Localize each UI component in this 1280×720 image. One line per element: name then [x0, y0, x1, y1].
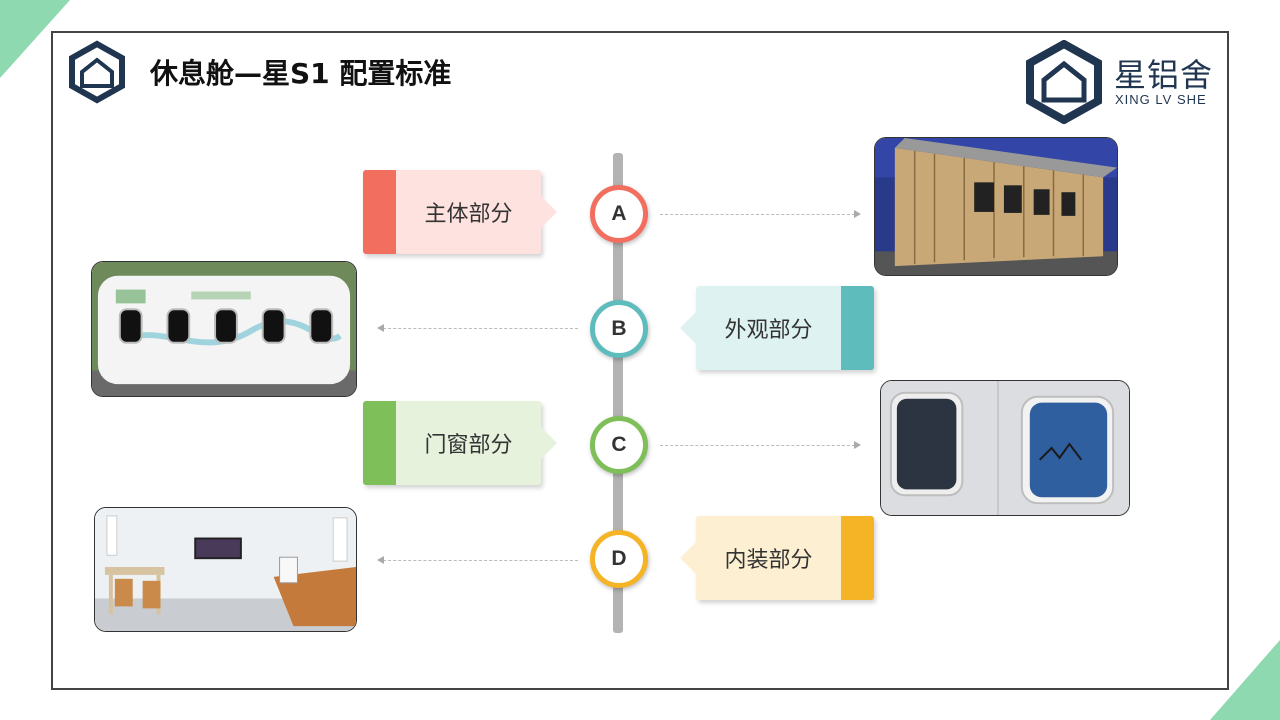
connector-b [383, 328, 578, 329]
section-letter: D [611, 547, 627, 570]
arrow-right-icon [854, 210, 861, 218]
pod-exterior-photo[interactable] [91, 261, 357, 397]
section-node-c[interactable]: C [590, 416, 648, 474]
brand-name-cn: 星铝舍 [1114, 56, 1214, 94]
section-node-b[interactable]: B [590, 300, 648, 358]
section-label: 内装部分 [724, 548, 813, 573]
connector-a [660, 214, 855, 215]
frame-structure-photo[interactable] [874, 137, 1118, 276]
section-card-c[interactable]: 门窗部分 [363, 401, 557, 485]
section-node-d[interactable]: D [590, 530, 648, 588]
page-title: 休息舱—星S1 配置标准 [150, 57, 452, 90]
arrow-right-icon [854, 441, 861, 449]
connector-c [660, 445, 855, 446]
section-letter: C [611, 433, 627, 456]
card-accent-bar [363, 170, 396, 254]
section-label: 主体部分 [424, 202, 513, 227]
timeline-bar [613, 153, 623, 633]
arrow-left-icon [377, 556, 384, 564]
connector-d [383, 560, 578, 561]
house-hexagon-icon [69, 40, 125, 104]
section-card-b[interactable]: 外观部分 [680, 286, 874, 370]
interior-photo[interactable] [94, 507, 357, 632]
section-card-d[interactable]: 内装部分 [680, 516, 874, 600]
card-accent-bar [841, 286, 874, 370]
brand-name-en: XING LV SHE [1115, 92, 1207, 107]
card-accent-bar [363, 401, 396, 485]
section-node-a[interactable]: A [590, 185, 648, 243]
section-label: 门窗部分 [424, 433, 513, 458]
brand-logo-icon [1026, 40, 1102, 124]
arrow-left-icon [377, 324, 384, 332]
section-letter: B [611, 317, 627, 340]
windows-photo[interactable] [880, 380, 1130, 516]
section-card-a[interactable]: 主体部分 [363, 170, 557, 254]
section-letter: A [611, 202, 627, 225]
card-accent-bar [841, 516, 874, 600]
section-label: 外观部分 [724, 318, 813, 343]
